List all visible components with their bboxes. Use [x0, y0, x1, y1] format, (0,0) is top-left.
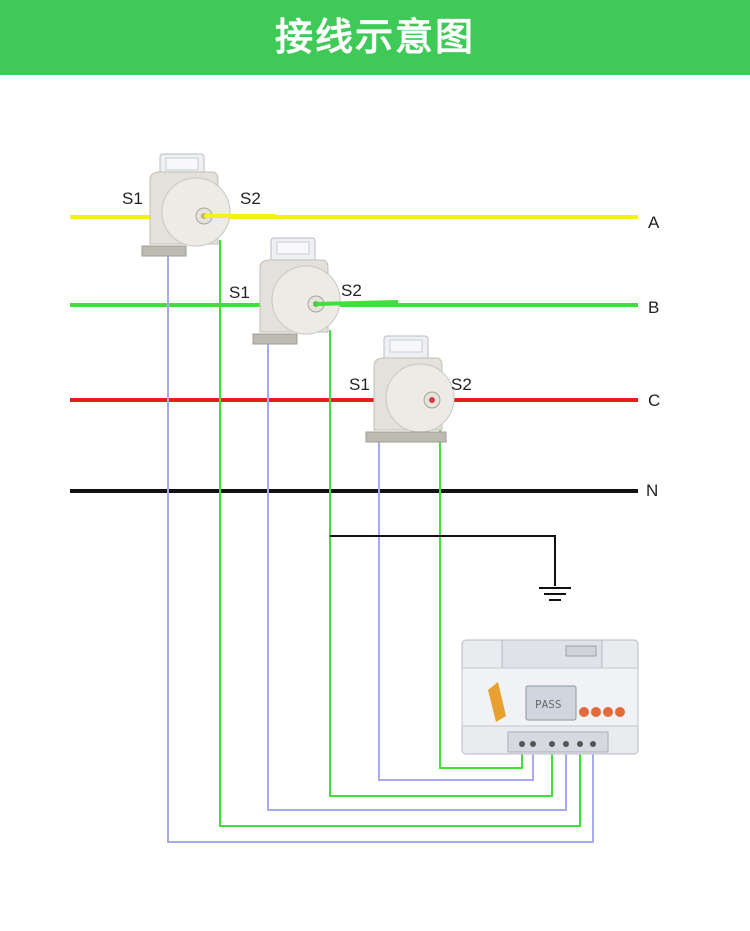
line-b-label: B [648, 298, 659, 317]
ct-c-s2-wire [439, 430, 523, 769]
line-n-label: N [646, 481, 658, 500]
ct-c-s1-wire [378, 440, 534, 781]
ct-a-s2-label: S2 [240, 189, 261, 208]
ct-b-s1-label: S1 [229, 283, 250, 302]
meter-display: PASS [535, 698, 562, 711]
ct-c-s1-label: S1 [349, 375, 370, 394]
ground-wire [330, 535, 556, 586]
ct-c-s2-label: S2 [451, 375, 472, 394]
current-transformer-icon [365, 335, 455, 443]
ground-icon [539, 587, 571, 601]
ct-b-s1-wire [267, 340, 567, 811]
line-a-label: A [648, 213, 660, 232]
ct-a-s2-wire [219, 240, 581, 827]
ct-a-s1-label: S1 [122, 189, 143, 208]
current-transformer-icon [141, 153, 231, 257]
energy-meter-icon: PASS [461, 639, 639, 755]
ct-a-s1-wire [167, 252, 594, 843]
ct-b-s2-label: S2 [341, 281, 362, 300]
page-title: 接线示意图 [274, 15, 475, 59]
current-transformer-icon [252, 237, 341, 345]
ct-b-s2-wire [329, 330, 553, 797]
title-banner: 接线示意图 [0, 0, 750, 75]
line-c-label: C [648, 391, 660, 410]
